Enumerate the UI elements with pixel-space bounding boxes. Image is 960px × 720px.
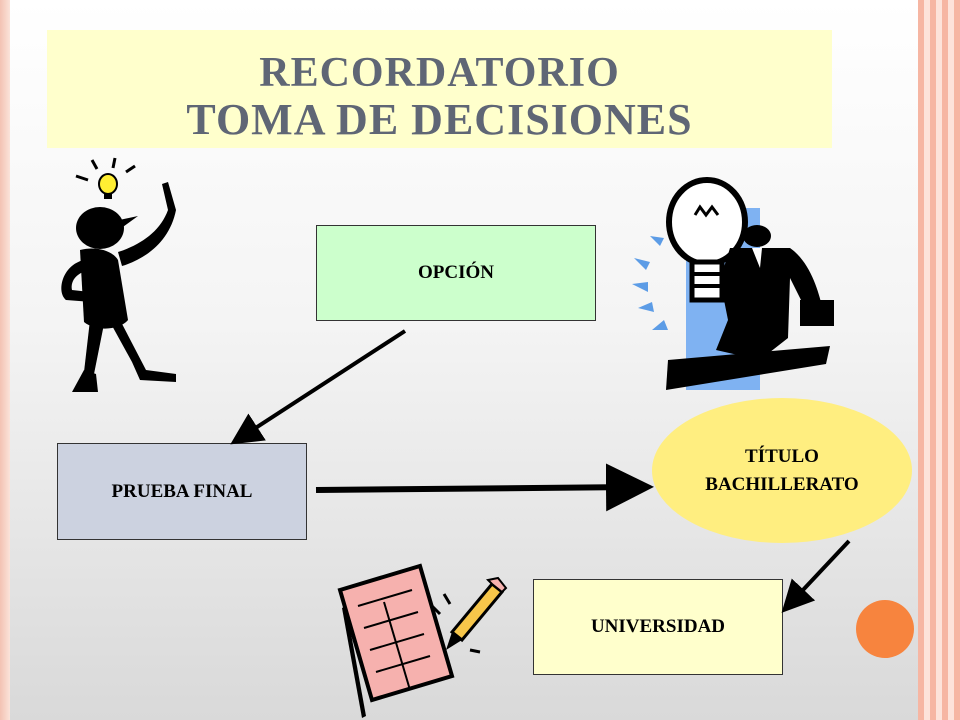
arrow-prueba-to-titulo — [315, 463, 654, 512]
title-box: RECORDATORIO TOMA DE DECISIONES — [47, 30, 832, 148]
businessman-lightbulb-icon — [632, 177, 834, 390]
node-opcion: OPCIÓN — [316, 225, 596, 321]
node-titulo-label-line-2: BACHILLERATO — [705, 473, 859, 495]
node-prueba-final: PRUEBA FINAL — [57, 443, 307, 540]
thinking-person-icon — [61, 157, 176, 392]
title-line-2: TOMA DE DECISIONES — [186, 95, 693, 144]
node-prueba-final-label: PRUEBA FINAL — [111, 480, 253, 502]
node-titulo-bachillerato: TÍTULO BACHILLERATO — [652, 398, 912, 543]
right-border-decoration — [918, 0, 960, 720]
title-line-1: RECORDATORIO — [259, 50, 620, 96]
accent-dot — [856, 600, 914, 658]
node-titulo-label-line-1: TÍTULO — [745, 445, 819, 467]
notepad-pencil-icon — [337, 563, 508, 718]
node-universidad-label: UNIVERSIDAD — [590, 616, 726, 637]
arrow-opcion-to-prueba — [230, 329, 407, 445]
left-border-decoration — [0, 0, 10, 720]
arrow-titulo-to-universidad — [781, 539, 851, 613]
node-opcion-label: OPCIÓN — [418, 262, 494, 283]
node-universidad: UNIVERSIDAD — [533, 579, 783, 675]
